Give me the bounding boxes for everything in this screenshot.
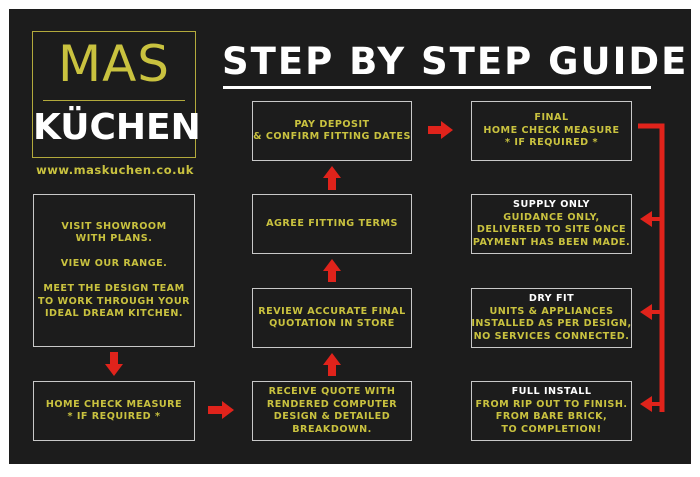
- step-final-home-check: FINAL HOME CHECK MEASURE * IF REQUIRED *: [471, 101, 632, 161]
- bracket-connector: [638, 123, 665, 412]
- step-text-line: & CONFIRM FITTING DATES: [253, 131, 411, 142]
- branch-arrow-left-icon: [640, 304, 662, 320]
- step-text-line: TO WORK THROUGH YOUR: [37, 295, 191, 307]
- step-text-line: VIEW OUR RANGE.: [60, 258, 168, 269]
- logo-kuchen-text: KÜCHEN: [33, 107, 201, 148]
- step-text-line: MEET THE DESIGN TEAM: [43, 283, 185, 294]
- arrow-up-icon: [323, 353, 341, 376]
- step-text-line: VISIT SHOWROOM: [61, 220, 167, 232]
- logo: MAS KÜCHEN: [32, 31, 201, 158]
- step-visit-showroom: VISIT SHOWROOM WITH PLANS. VIEW OUR RANG…: [33, 194, 195, 347]
- logo-divider: [43, 100, 185, 101]
- step-text-line: DESIGN & DETAILED: [273, 411, 391, 422]
- option-dry-fit: DRY FIT UNITS & APPLIANCES INSTALLED AS …: [471, 288, 632, 348]
- option-heading: DRY FIT: [528, 293, 575, 304]
- step-text-line: HOME CHECK MEASURE: [45, 398, 183, 410]
- branch-arrow-left-icon: [640, 396, 664, 412]
- step-text-line: PAY DEPOSIT: [294, 118, 370, 130]
- step-home-check-measure: HOME CHECK MEASURE * IF REQUIRED *: [33, 381, 195, 441]
- step-text-line: FROM BARE BRICK,: [495, 411, 608, 422]
- step-review-quotation: REVIEW ACCURATE FINAL QUOTATION IN STORE: [252, 288, 412, 348]
- website-url[interactable]: www.maskuchen.co.uk: [36, 163, 194, 177]
- option-heading: FULL INSTALL: [511, 386, 592, 397]
- step-text-line: TO COMPLETION!: [501, 423, 602, 435]
- step-text-line: RENDERED COMPUTER: [266, 398, 398, 410]
- step-text-line: BREAKDOWN.: [292, 423, 372, 435]
- step-text-line: DELIVERED TO SITE ONCE: [476, 224, 627, 235]
- logo-mas-text: MAS: [57, 35, 171, 93]
- step-text-line: QUOTATION IN STORE: [269, 318, 395, 329]
- step-text-line: HOME CHECK MEASURE: [483, 124, 620, 136]
- step-text-line: FROM RIP OUT TO FINISH.: [475, 398, 628, 410]
- arrow-right-icon: [208, 401, 234, 419]
- step-pay-deposit: PAY DEPOSIT & CONFIRM FITTING DATES: [252, 101, 412, 161]
- step-text-line: * IF REQUIRED *: [67, 411, 161, 422]
- step-text-line: IDEAL DREAM KITCHEN.: [44, 308, 184, 319]
- page-title: STEP BY STEP GUIDE: [222, 40, 689, 83]
- step-text-line: FINAL: [534, 112, 569, 124]
- title-underline: [223, 86, 651, 89]
- guide-board: [9, 9, 691, 464]
- step-text-line: NO SERVICES CONNECTED.: [473, 330, 630, 342]
- step-text-line: AGREE FITTING TERMS: [266, 217, 398, 229]
- branch-arrow-left-icon: [640, 211, 662, 227]
- step-text-line: REVIEW ACCURATE FINAL: [258, 305, 406, 317]
- step-text-line: GUIDANCE ONLY,: [503, 211, 600, 223]
- step-agree-fitting-terms: AGREE FITTING TERMS: [252, 194, 412, 254]
- step-text-line: UNITS & APPLIANCES: [489, 305, 614, 317]
- arrow-up-icon: [323, 259, 341, 282]
- step-receive-quote: RECEIVE QUOTE WITH RENDERED COMPUTER DES…: [252, 381, 412, 441]
- step-text-line: PAYMENT HAS BEEN MADE.: [472, 236, 631, 248]
- arrow-down-icon: [105, 352, 123, 376]
- step-text-line: INSTALLED AS PER DESIGN,: [471, 318, 632, 329]
- step-text-line: * IF REQUIRED *: [504, 137, 599, 149]
- option-supply-only: SUPPLY ONLY GUIDANCE ONLY, DELIVERED TO …: [471, 194, 632, 254]
- option-full-install: FULL INSTALL FROM RIP OUT TO FINISH. FRO…: [471, 381, 632, 441]
- step-text-line: WITH PLANS.: [75, 233, 153, 244]
- step-text-line: RECEIVE QUOTE WITH: [268, 386, 396, 397]
- option-heading: SUPPLY ONLY: [513, 199, 590, 210]
- arrow-right-icon: [428, 121, 453, 139]
- arrow-up-icon: [323, 166, 341, 190]
